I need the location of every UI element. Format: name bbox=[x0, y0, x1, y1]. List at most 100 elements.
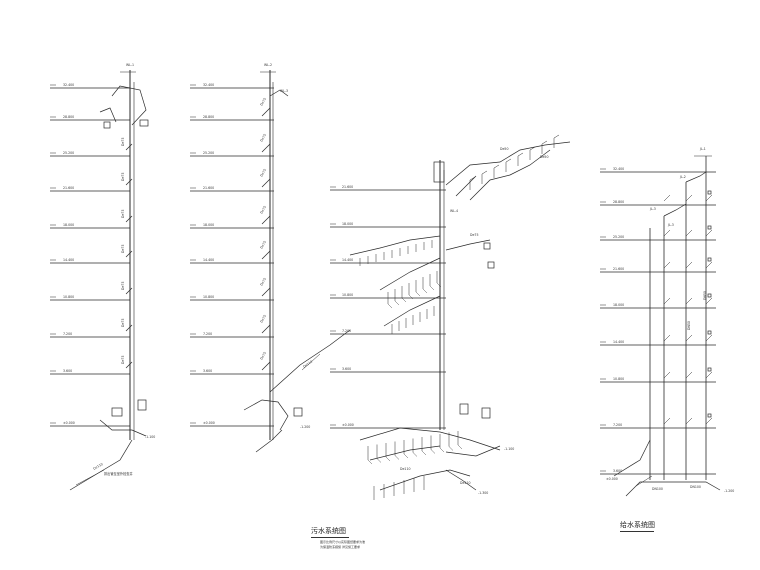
floor-elevation-label: 3.600 bbox=[613, 469, 622, 473]
outlet-pipe bbox=[69, 439, 133, 491]
drain-branch bbox=[99, 419, 147, 437]
vent-branch bbox=[269, 89, 289, 97]
floor-elevation-label: 28.800 bbox=[63, 115, 74, 119]
floor-elevation-label: 14.400 bbox=[342, 258, 353, 262]
floor-elevation-label: 32.400 bbox=[613, 167, 624, 171]
fixture-symbol bbox=[139, 119, 149, 127]
fixture-drop bbox=[394, 300, 400, 306]
fixture-drop bbox=[448, 446, 454, 451]
floor-elevation-label: 28.800 bbox=[613, 200, 624, 204]
branch-network bbox=[383, 295, 441, 327]
outlet-pipe bbox=[445, 445, 501, 457]
pipe-size-label: De75 bbox=[121, 245, 125, 253]
pipe-size-label: De50 bbox=[540, 155, 548, 159]
pipe-size-label: De110 bbox=[460, 481, 471, 485]
floor-branch bbox=[261, 143, 271, 153]
floor-elevation-label: 25.200 bbox=[63, 151, 74, 155]
fixture-drop bbox=[415, 291, 421, 297]
pipe-size-label: DN50 bbox=[687, 321, 691, 330]
floor-elevation-label: 10.800 bbox=[63, 295, 74, 299]
branch-network bbox=[455, 175, 477, 197]
branch-network bbox=[369, 445, 441, 461]
floor-elevation-label: 14.400 bbox=[613, 340, 624, 344]
supply-branch bbox=[663, 261, 671, 269]
floor-elevation-label: 10.800 bbox=[613, 377, 624, 381]
supply-branch bbox=[705, 417, 713, 425]
floor-elevation-label: 7.200 bbox=[203, 332, 212, 336]
floor-branch bbox=[261, 250, 271, 260]
drainage-system-title: 污水系统图 bbox=[311, 527, 346, 535]
supply-branch bbox=[685, 194, 693, 202]
outlet-pipe bbox=[75, 469, 105, 486]
supply-branch bbox=[705, 297, 713, 305]
floor-elevation-label: 25.200 bbox=[613, 235, 624, 239]
fixture-symbol bbox=[481, 407, 491, 419]
valve-symbol bbox=[707, 257, 712, 262]
riser-tag: WL-4 bbox=[450, 209, 458, 213]
branch-network bbox=[379, 469, 471, 491]
pipe-size-label: De75 bbox=[121, 319, 125, 327]
floor-elevation-label: ±0.000 bbox=[606, 477, 618, 481]
riser-tag: JL-3 bbox=[649, 207, 656, 211]
cross-connection bbox=[301, 353, 321, 371]
floor-branch bbox=[125, 178, 133, 186]
floor-elevation-label: 18.000 bbox=[63, 223, 74, 227]
supply-branch bbox=[685, 297, 693, 305]
branch-network bbox=[469, 149, 551, 201]
branch-network bbox=[349, 235, 441, 256]
floor-elevation-label: 7.200 bbox=[613, 423, 622, 427]
floor-branch bbox=[125, 287, 133, 295]
floor-elevation-label: 3.600 bbox=[203, 369, 212, 373]
fixture-drop bbox=[385, 456, 391, 462]
pipe-size-label: De110 bbox=[400, 467, 411, 471]
floor-elevation-label: 14.400 bbox=[203, 258, 214, 262]
water-title-underline bbox=[620, 531, 654, 532]
floor-elevation-label: 3.600 bbox=[342, 367, 351, 371]
pipe-size-label: De75 bbox=[259, 205, 267, 214]
fixture-drop bbox=[422, 288, 428, 294]
outlet-note: 排出管至室外检查井 bbox=[104, 471, 133, 476]
fixture-symbol bbox=[487, 261, 495, 269]
pipe-size-label: DN50 bbox=[703, 291, 707, 300]
outlet-elevation-label: -1.300 bbox=[478, 491, 488, 495]
riser-tag: WL-1 bbox=[126, 63, 134, 67]
vent-branch bbox=[111, 85, 147, 126]
supply-branch bbox=[663, 417, 671, 425]
valve-symbol bbox=[707, 293, 712, 298]
riser-tag: WL-3 bbox=[280, 89, 288, 93]
fixture-drop bbox=[439, 447, 445, 453]
fixture-drop bbox=[457, 444, 463, 450]
riser-tag: WL-2 bbox=[264, 63, 272, 67]
supply-branch bbox=[663, 194, 671, 202]
fixture-drop bbox=[553, 134, 560, 139]
fixture-drop bbox=[541, 140, 548, 145]
pipe-size-label: De75 bbox=[121, 210, 125, 218]
valve-symbol bbox=[707, 330, 712, 335]
pipe-size-label: De75 bbox=[470, 233, 478, 237]
drainage-note-1: 图示比例尺寸以实际图纸要求为准 bbox=[320, 540, 366, 544]
fixture-symbol bbox=[111, 407, 123, 417]
floor-branch bbox=[125, 215, 133, 223]
riser-tag: JL-3 bbox=[667, 223, 674, 227]
fixture-symbol bbox=[483, 242, 491, 250]
branch-network bbox=[445, 141, 571, 186]
floor-elevation-label: 28.800 bbox=[203, 115, 214, 119]
supply-branch bbox=[705, 334, 713, 342]
pipe-size-label: De75 bbox=[121, 356, 125, 364]
floor-elevation-label: 18.000 bbox=[203, 223, 214, 227]
floor-elevation-label: 32.400 bbox=[203, 83, 214, 87]
pipe-size-label: De75 bbox=[259, 277, 267, 286]
pipe-size-label: De75 bbox=[121, 173, 125, 181]
cross-connection bbox=[269, 329, 351, 393]
supply-branch bbox=[705, 194, 713, 202]
floor-elevation-label: 21.600 bbox=[342, 185, 353, 189]
valve-symbol bbox=[707, 225, 712, 230]
pipe-size-label: De110 bbox=[302, 360, 313, 369]
pipe-size-label: De75 bbox=[259, 133, 267, 142]
fixture-drop bbox=[394, 455, 400, 460]
pipe-size-label: De50 bbox=[500, 147, 508, 151]
floor-branch bbox=[125, 250, 133, 258]
fixture-drop bbox=[401, 297, 407, 303]
branch-network bbox=[379, 257, 441, 291]
